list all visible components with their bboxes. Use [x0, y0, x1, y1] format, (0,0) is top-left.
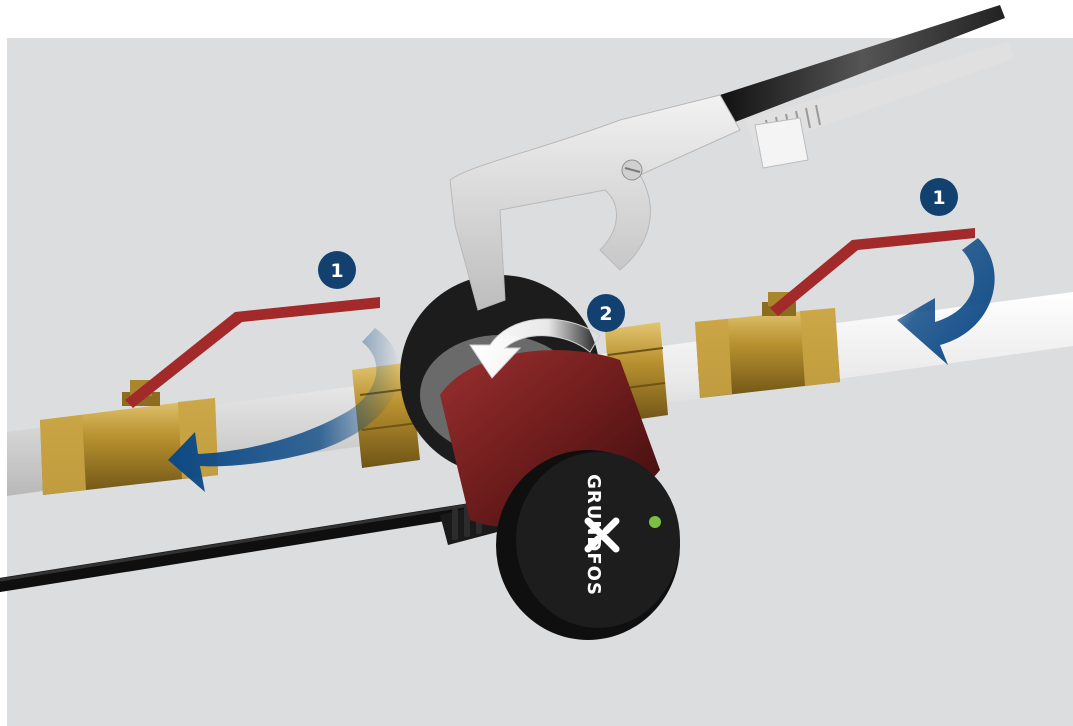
callout-left: 1 — [318, 251, 356, 289]
right-ball-valve — [695, 228, 975, 398]
callout-center: 2 — [587, 294, 625, 332]
flow-arrow-icon — [897, 238, 995, 365]
grundfos-x-logo-icon — [584, 517, 620, 553]
svg-text:2: 2 — [599, 303, 612, 325]
flow-arrow-icon — [168, 328, 400, 492]
callout-right: 1 — [920, 178, 958, 216]
pump-brand-label: GRUNDFOS — [583, 474, 604, 596]
svg-text:1: 1 — [932, 187, 945, 209]
wrench-icon — [449, 5, 1015, 311]
rotate-arrow-icon — [469, 318, 601, 379]
svg-text:1: 1 — [330, 260, 343, 282]
left-valve-handle — [125, 297, 380, 408]
right-valve-handle — [770, 228, 975, 316]
pump-control-head: GRUNDFOS — [496, 450, 680, 640]
indicator-light-icon — [649, 516, 661, 528]
power-cable — [0, 500, 505, 592]
